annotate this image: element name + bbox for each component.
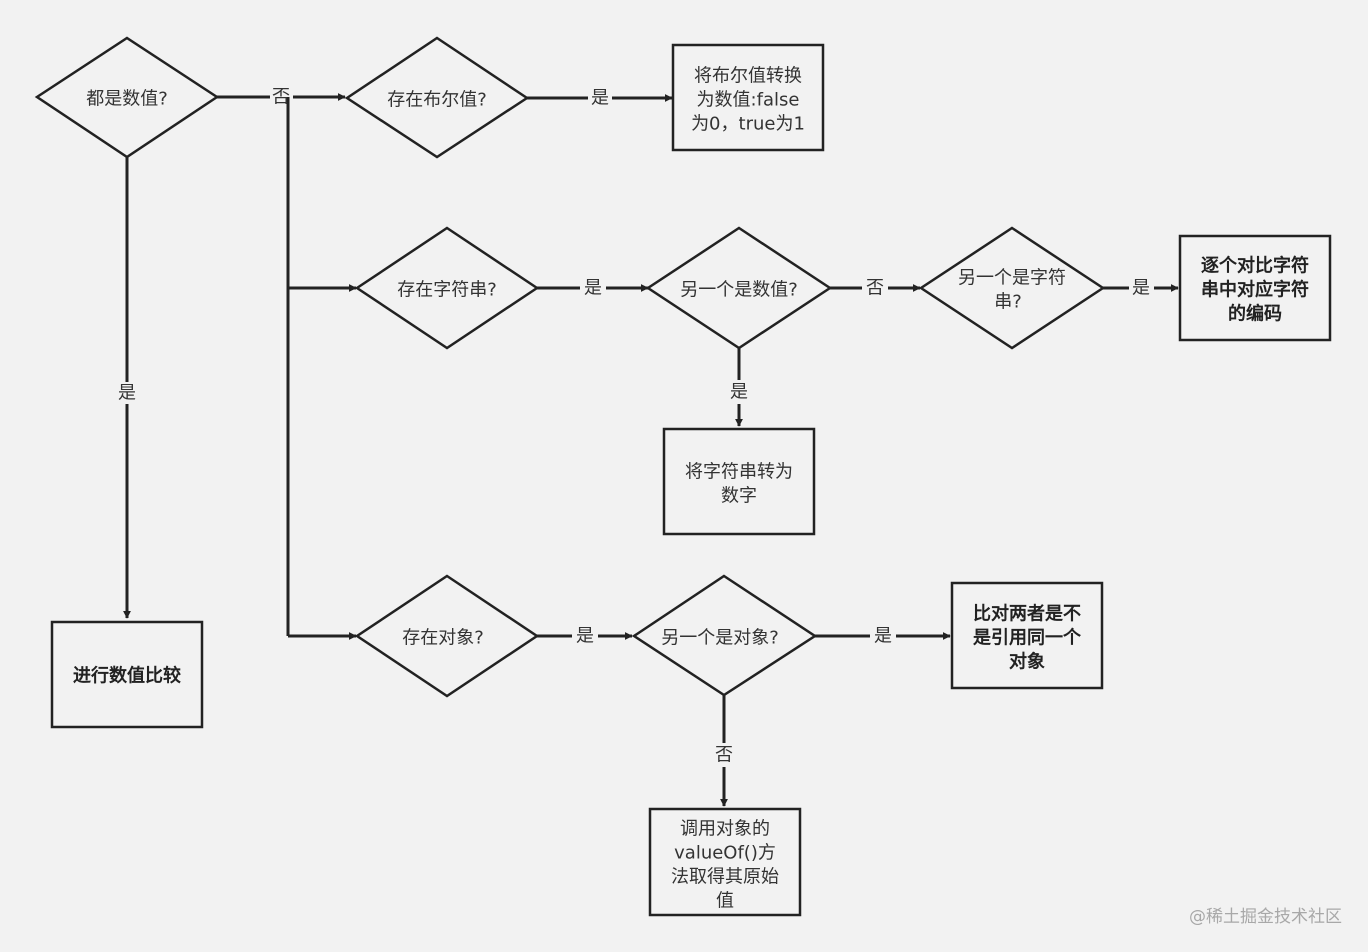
edge-label-no: 否 [715,745,733,766]
decision-other-is-number [645,226,833,350]
decision-other-is-number-label: 另一个是数值? [680,280,798,301]
process-call-value-of-line-4: 值 [716,891,734,912]
edge-label-yes: 是 [874,626,892,647]
process-call-value-of-line-3: 法取得其原始 [671,867,779,888]
decision-other-is-string-label-line-2: 串? [994,292,1022,313]
process-bool-to-number-line-3: 为0，true为1 [691,114,805,135]
process-compare-char-codes-line-1: 逐个对比字符 [1201,255,1309,277]
edge-label-yes: 是 [576,626,594,647]
edge-label-yes: 是 [1132,278,1150,299]
process-compare-char-codes-line-2: 串中对应字符 [1201,279,1309,301]
process-string-to-number-line-1: 将字符串转为 [685,462,793,483]
process-compare-references [950,581,1104,690]
process-bool-to-number-line-2: 为数值:false [697,90,800,111]
process-compare-references-line-2: 是引用同一个 [972,627,1082,649]
edge-label-yes: 是 [584,278,602,299]
decision-other-is-string-label-line-1: 另一个是字符 [958,268,1066,289]
decision-has-object [354,574,540,698]
process-call-value-of-line-1: 调用对象的 [680,819,770,840]
process-bool-to-number-line-1: 将布尔值转换 [694,66,802,87]
decision-has-object-label: 存在对象? [402,628,484,649]
process-compare-references-line-3: 对象 [1009,651,1045,673]
watermark: @稀土掘金技术社区 [1189,907,1342,927]
decision-other-is-object [631,574,818,697]
decision-all-numbers-label: 都是数值? [86,89,168,110]
decision-all-numbers [34,36,220,159]
process-string-to-number-line-2: 数字 [721,486,757,507]
process-compare-references-line-1: 比对两者是不 [973,603,1081,625]
process-call-value-of [648,807,802,917]
process-compare-numbers [50,620,204,729]
process-string-to-number [662,427,816,536]
decision-has-string [354,226,540,350]
decision-has-boolean [344,36,530,159]
decision-has-boolean-label: 存在布尔值? [387,90,487,111]
process-compare-char-codes-line-3: 的编码 [1228,303,1282,325]
process-bool-to-number [671,43,825,152]
decision-other-is-object-label: 另一个是对象? [661,628,779,649]
edge-label-no: 否 [866,278,884,299]
decision-other-is-string [918,226,1106,350]
edge-label-no: 否 [272,87,290,108]
edge-label-yes: 是 [730,382,748,403]
edge-label-yes: 是 [118,383,136,404]
process-compare-numbers-label: 进行数值比较 [73,665,181,687]
edge-label-yes: 是 [591,88,609,109]
decision-has-string-label: 存在字符串? [397,280,497,301]
process-call-value-of-line-2: valueOf()方 [674,843,776,864]
process-compare-char-codes [1178,234,1332,342]
